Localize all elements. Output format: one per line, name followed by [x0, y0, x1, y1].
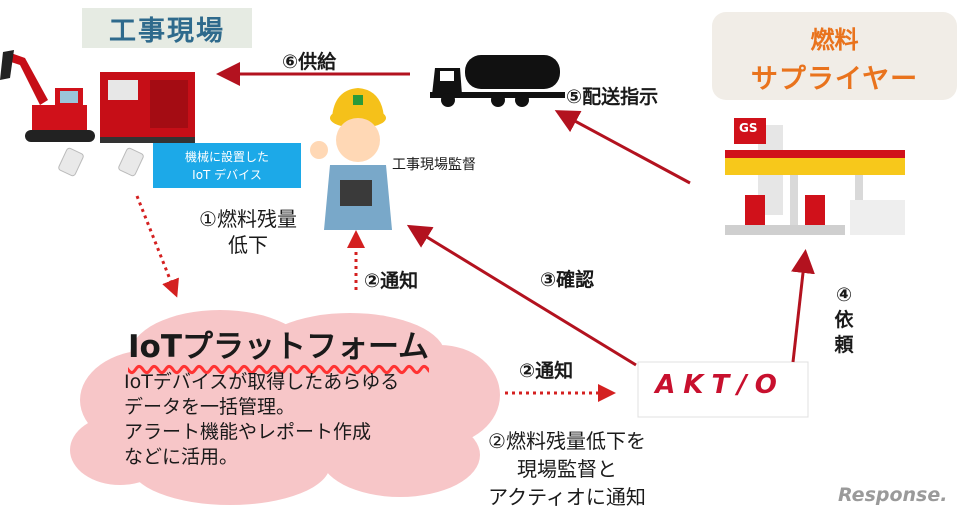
- platform-desc-line: データを一括管理。: [124, 396, 296, 418]
- step4-num: ④: [835, 284, 853, 306]
- platform-desc-line: アラート機能やレポート作成: [124, 421, 372, 443]
- site-title: 工事現場: [82, 8, 252, 48]
- excavator-illustration: [0, 50, 95, 142]
- tanker-truck-illustration: [430, 55, 565, 107]
- step1-line2: 低下: [228, 233, 268, 257]
- step2-notify-right-label: ②通知: [519, 360, 574, 382]
- response-watermark: Response.: [838, 484, 948, 506]
- step6-label: ⑥供給: [282, 51, 337, 73]
- platform-description: IoTデバイスが取得したあらゆる データを一括管理。 アラート機能やレポート作成…: [124, 370, 464, 470]
- step2-desc-line: ②燃料残量低下を: [488, 429, 646, 453]
- step2-notify-up-label: ②通知: [364, 270, 419, 292]
- arrow-confirm: [406, 224, 637, 367]
- gas-station-illustration: [725, 118, 905, 235]
- step5-label: ⑤配送指示: [566, 86, 659, 108]
- step4-char2: 頼: [834, 334, 854, 356]
- step1-label: ①燃料残量 低下: [183, 206, 313, 258]
- gs-sign: GS: [739, 121, 758, 135]
- platform-title: IoTプラットフォーム: [128, 329, 430, 365]
- step2-desc-line: アクティオに通知: [488, 485, 646, 509]
- step2-desc-line: 現場監督と: [517, 457, 617, 481]
- step3-label: ③確認: [540, 269, 595, 291]
- arrow-fuel-low: [135, 195, 179, 298]
- platform-desc-line: などに活用。: [124, 446, 239, 468]
- platform-desc-line: IoTデバイスが取得したあらゆる: [124, 371, 400, 393]
- step4-char1: 依: [834, 309, 854, 331]
- supervisor-label: 工事現場監督: [392, 157, 476, 173]
- supplier-label-line1: 燃料: [810, 26, 859, 54]
- aktio-logo: AKT/O: [655, 370, 785, 400]
- generator-illustration: [100, 72, 195, 143]
- aktio-logo-box: [637, 361, 809, 418]
- platform-cloud: [70, 310, 500, 505]
- iot-device-line1: 機械に設置した: [184, 150, 269, 164]
- iot-device-illustrations: [58, 147, 144, 177]
- supervisor-illustration: [310, 88, 392, 230]
- iot-device-line2: IoT デバイス: [192, 168, 262, 182]
- supplier-label-line2: サプライヤー: [750, 64, 919, 95]
- arrow-request: [791, 249, 815, 363]
- supplier-box: 燃料 サプライヤー: [712, 12, 957, 100]
- step2-description: ②燃料残量低下を 現場監督と アクティオに通知: [462, 427, 672, 511]
- step4-label: ④ 依 頼: [832, 283, 856, 358]
- iot-device-badge: 機械に設置した IoT デバイス: [153, 143, 301, 188]
- arrow-delivery-instruction: [554, 110, 691, 185]
- step1-line1: ①燃料残量: [199, 207, 297, 231]
